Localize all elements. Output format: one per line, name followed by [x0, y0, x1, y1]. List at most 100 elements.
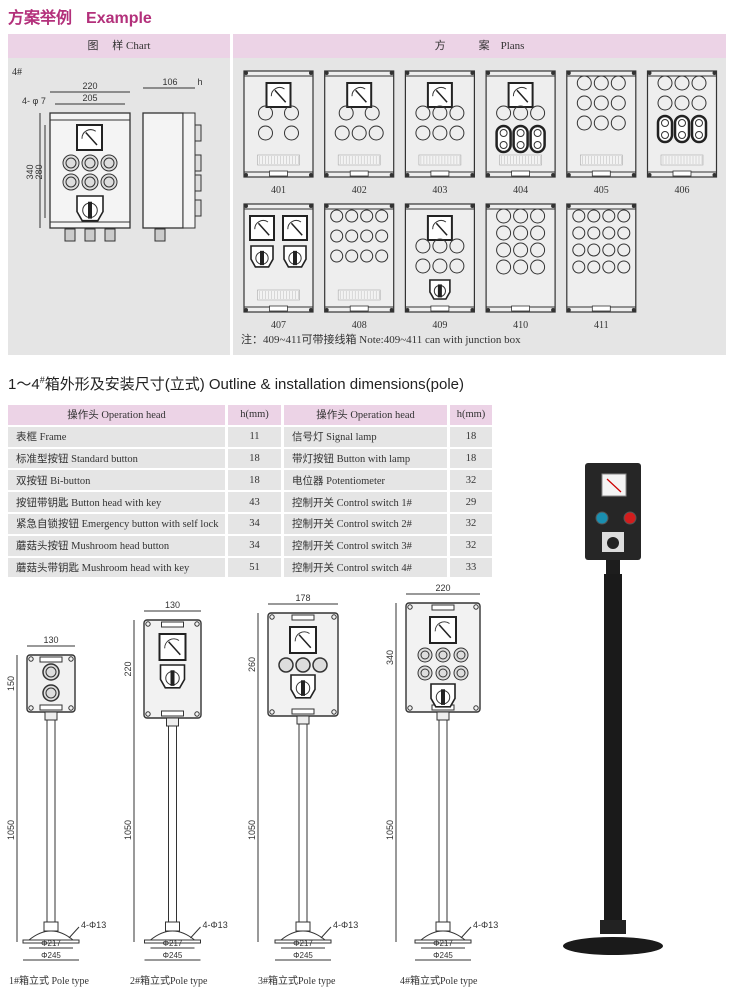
button-icon	[258, 105, 273, 121]
operation-head-cell: 信号灯 Signal lamp	[282, 425, 450, 449]
button-icon	[576, 115, 592, 131]
screw-icon	[551, 308, 556, 312]
plan-410: 410	[485, 203, 556, 331]
label-plate	[269, 305, 288, 312]
button-ring	[84, 157, 96, 169]
head-profile	[194, 199, 202, 217]
leader-line	[460, 926, 472, 939]
button-icon	[360, 209, 374, 223]
switch-handle	[170, 670, 175, 686]
button-ring	[420, 650, 430, 660]
screw-icon	[631, 173, 636, 177]
dimension-label: 1050	[247, 820, 257, 840]
label-plate	[431, 604, 455, 611]
meter-scale	[432, 87, 447, 97]
screw-icon	[566, 71, 571, 75]
screw-icon	[473, 705, 479, 711]
pole	[298, 723, 308, 929]
pole-collar	[606, 560, 620, 574]
operation-head-cell: 带灯按钮 Button with lamp	[282, 447, 450, 471]
screw-icon	[631, 308, 636, 312]
button-icon	[610, 75, 626, 91]
button-icon	[617, 226, 631, 240]
height-cell: 33	[448, 556, 492, 580]
screw-icon	[647, 71, 652, 75]
base-plate	[414, 939, 472, 944]
screw-icon	[324, 204, 329, 208]
button-icon	[530, 259, 546, 275]
bi-button-bottom	[661, 131, 669, 139]
button-icon	[42, 684, 60, 702]
button-icon	[610, 95, 626, 111]
plan-code: 407	[271, 320, 286, 331]
operation-head-cell: 标准型按钮 Standard button	[8, 447, 228, 471]
dimension-label: 220	[123, 661, 133, 676]
switch-handle	[260, 250, 264, 266]
plan-406: 406	[646, 70, 718, 196]
pole-base-collar	[295, 921, 311, 932]
height-cell: 34	[226, 512, 284, 536]
height-cell: 18	[226, 469, 284, 493]
button-icon	[691, 95, 707, 111]
meter-needle	[435, 222, 448, 236]
meter-needle	[355, 89, 367, 103]
operation-head-cell: 按钮带钥匙 Button head with key	[8, 491, 228, 514]
leader-line	[68, 926, 80, 939]
dimension-label: 130	[43, 635, 58, 645]
base-plate	[144, 939, 201, 944]
vent-grid	[579, 154, 623, 166]
label-plate	[591, 170, 611, 177]
screw-icon	[470, 204, 475, 208]
screw-icon	[28, 705, 34, 711]
button-icon	[593, 115, 609, 131]
head-profile	[194, 174, 202, 192]
meter-icon	[429, 616, 457, 644]
screw-icon	[486, 71, 491, 75]
dimension-label: 130	[165, 600, 180, 610]
button-icon	[496, 105, 512, 121]
pole-collar	[166, 717, 179, 727]
bi-button-top	[499, 129, 508, 137]
screw-icon	[486, 308, 491, 312]
button-icon	[617, 243, 631, 257]
button-ring	[456, 668, 466, 678]
button-ring	[65, 176, 77, 188]
vent-grid	[418, 154, 462, 166]
screw-icon	[309, 204, 313, 208]
screw-icon	[551, 173, 556, 177]
vent-grid	[337, 289, 381, 301]
base-plate	[22, 939, 80, 944]
head-profile	[194, 124, 202, 142]
screw-icon	[405, 204, 410, 208]
operation-head-table: 操作头 Operation head h(mm) 操作头 Operation h…	[8, 405, 492, 580]
screw-icon	[389, 204, 394, 208]
meter-needle	[435, 89, 448, 103]
button-icon	[330, 209, 344, 223]
cable-gland-icon	[154, 228, 166, 242]
screw-icon	[145, 711, 151, 717]
dimension-label: 178	[295, 593, 310, 603]
screw-icon	[470, 71, 475, 75]
label-plate	[591, 305, 611, 312]
button-icon	[42, 663, 60, 681]
button-icon	[587, 243, 601, 257]
screw-icon	[405, 71, 410, 75]
bi-button-top	[516, 129, 525, 137]
button-icon	[415, 258, 431, 274]
height-cell: 32	[448, 512, 492, 536]
pole-base-collar	[600, 920, 626, 934]
dimension-label: 340	[385, 650, 395, 665]
button-icon	[674, 75, 690, 91]
pole	[168, 725, 177, 929]
button-icon	[449, 105, 465, 121]
label-plate	[161, 710, 184, 717]
plan-code: 411	[594, 320, 609, 331]
button-icon	[530, 225, 546, 241]
screw-icon	[566, 308, 571, 312]
button-icon	[375, 209, 389, 223]
button-icon	[330, 249, 344, 263]
operation-head-cell: 电位器 Potentiometer	[282, 469, 450, 493]
